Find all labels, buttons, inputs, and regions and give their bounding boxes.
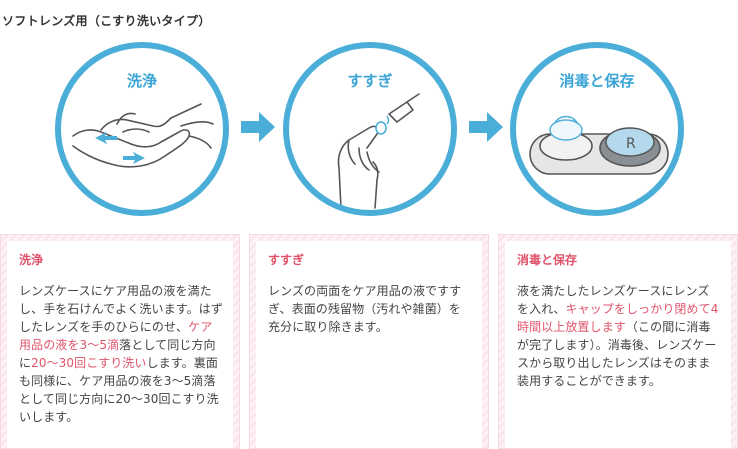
circle-title-disinfect: 消毒と保存: [559, 72, 635, 90]
step-circle-rinse: すすぎ: [283, 42, 457, 216]
step-circle-wash: 洗浄: [55, 42, 229, 216]
panel-body-wash: レンズケースにケア用品の液を満たし、手を石けんでよく洗います。はずしたレンズを手…: [19, 282, 223, 426]
step-panel-wash: 洗浄 レンズケースにケア用品の液を満たし、手を石けんでよく洗います。はずしたレン…: [0, 234, 240, 449]
step-circle-disinfect: 消毒と保存 R: [510, 42, 684, 216]
lens-rinse-icon: [337, 93, 420, 209]
body-text: レンズケースにケア用品の液を満たし、手を石けんでよく洗います。はずしたレンズを手…: [19, 284, 223, 334]
circle-title-wash: 洗浄: [126, 72, 157, 90]
arrow-right-icon: [241, 112, 275, 142]
case-label: R: [626, 136, 636, 152]
step-card-rinse: すすぎ レンズの両面をケア用品の液ですすぎ、表面の残留物（汚れや雑菌）を充分に取…: [256, 241, 482, 448]
body-text: します。裏面も同様に、ケア用品の液を3〜5滴落として同じ方向に20〜30回こすり…: [19, 356, 219, 424]
step-card-wash: 洗浄 レンズケースにケア用品の液を満たし、手を石けんでよく洗います。はずしたレン…: [7, 241, 233, 448]
body-text: 液を満たしたレンズケースにレンズを入れ、: [517, 284, 710, 316]
circle-title-rinse: すすぎ: [347, 72, 393, 90]
lens-case-icon: R: [529, 115, 669, 175]
body-highlight: キャップをしっかり閉めて4時間以上放置します: [517, 302, 719, 334]
panel-title-disinfect: 消毒と保存: [517, 253, 578, 267]
panel-body-rinse: レンズの両面をケア用品の液ですすぎ、表面の残留物（汚れや雑菌）を充分に取り除きま…: [268, 282, 472, 336]
step-panel-rinse: すすぎ レンズの両面をケア用品の液ですすぎ、表面の残留物（汚れや雑菌）を充分に取…: [249, 234, 489, 449]
body-text: レンズの両面をケア用品の液ですすぎ、表面の残留物（汚れや雑菌）を充分に取り除きま…: [268, 284, 462, 334]
panel-title-rinse: すすぎ: [268, 253, 305, 267]
hands-washing-icon: [72, 103, 214, 168]
panel-body-disinfect: 液を満たしたレンズケースにレンズを入れ、キャップをしっかり閉めて4時間以上放置し…: [517, 282, 721, 390]
arrow-right-icon: [469, 112, 503, 142]
step-panel-disinfect: 消毒と保存 液を満たしたレンズケースにレンズを入れ、キャップをしっかり閉めて4時…: [498, 234, 738, 449]
body-text: 落として同じ方向に: [19, 338, 216, 370]
body-highlight: 20〜30回こすり洗い: [31, 356, 147, 370]
step-card-disinfect: 消毒と保存 液を満たしたレンズケースにレンズを入れ、キャップをしっかり閉めて4時…: [505, 241, 731, 448]
body-highlight: ケア用品の液を3〜5滴: [19, 320, 213, 352]
panel-title-wash: 洗浄: [19, 253, 44, 267]
body-text: （この間に消毒が完了します）。消毒後、レンズケースから取り出したレンズはそのまま…: [517, 320, 717, 388]
page-title: ソフトレンズ用（こすり洗いタイプ）: [2, 14, 211, 28]
